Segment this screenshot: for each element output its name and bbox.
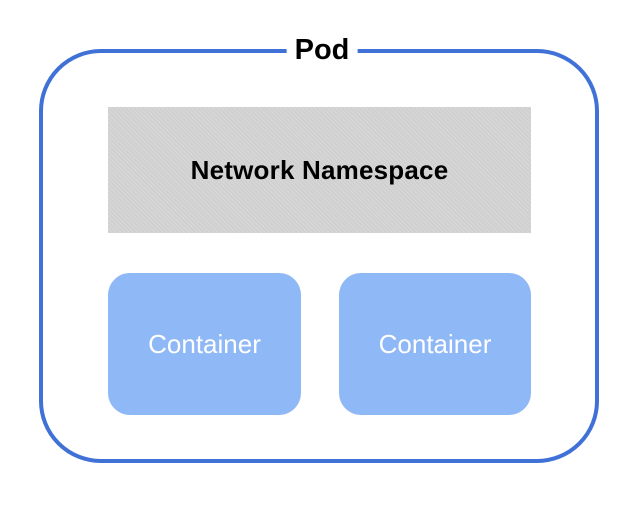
network-namespace-box: Network Namespace	[108, 107, 531, 233]
network-namespace-label: Network Namespace	[190, 154, 449, 185]
container-label-1: Container	[148, 328, 261, 359]
container-label-2: Container	[378, 328, 492, 359]
container-box-2: Container	[339, 273, 531, 415]
container-box-1: Container	[108, 273, 301, 415]
pod-title: Pod	[286, 30, 358, 70]
